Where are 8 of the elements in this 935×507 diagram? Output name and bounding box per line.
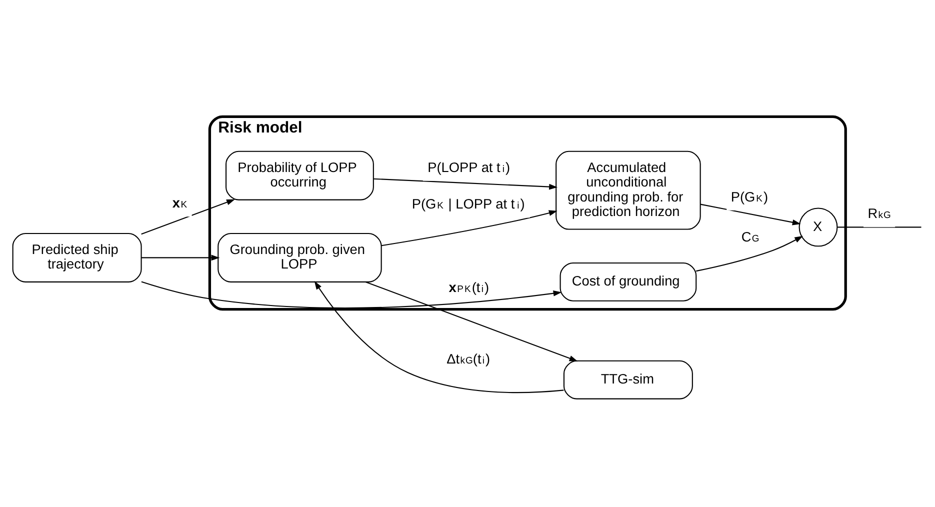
edge-label: xK: [172, 196, 188, 211]
edge-label: ΔtkG(ti): [446, 351, 490, 366]
edge-label: P(GK | LOPP at ti): [412, 196, 525, 212]
edge-label: xPK(ti): [448, 280, 490, 295]
edge-label: P(GK): [730, 189, 768, 204]
edge-label: CG: [741, 229, 760, 244]
edge-label: RkG: [868, 206, 891, 222]
edge-label: P(LOPP at ti): [428, 160, 510, 175]
